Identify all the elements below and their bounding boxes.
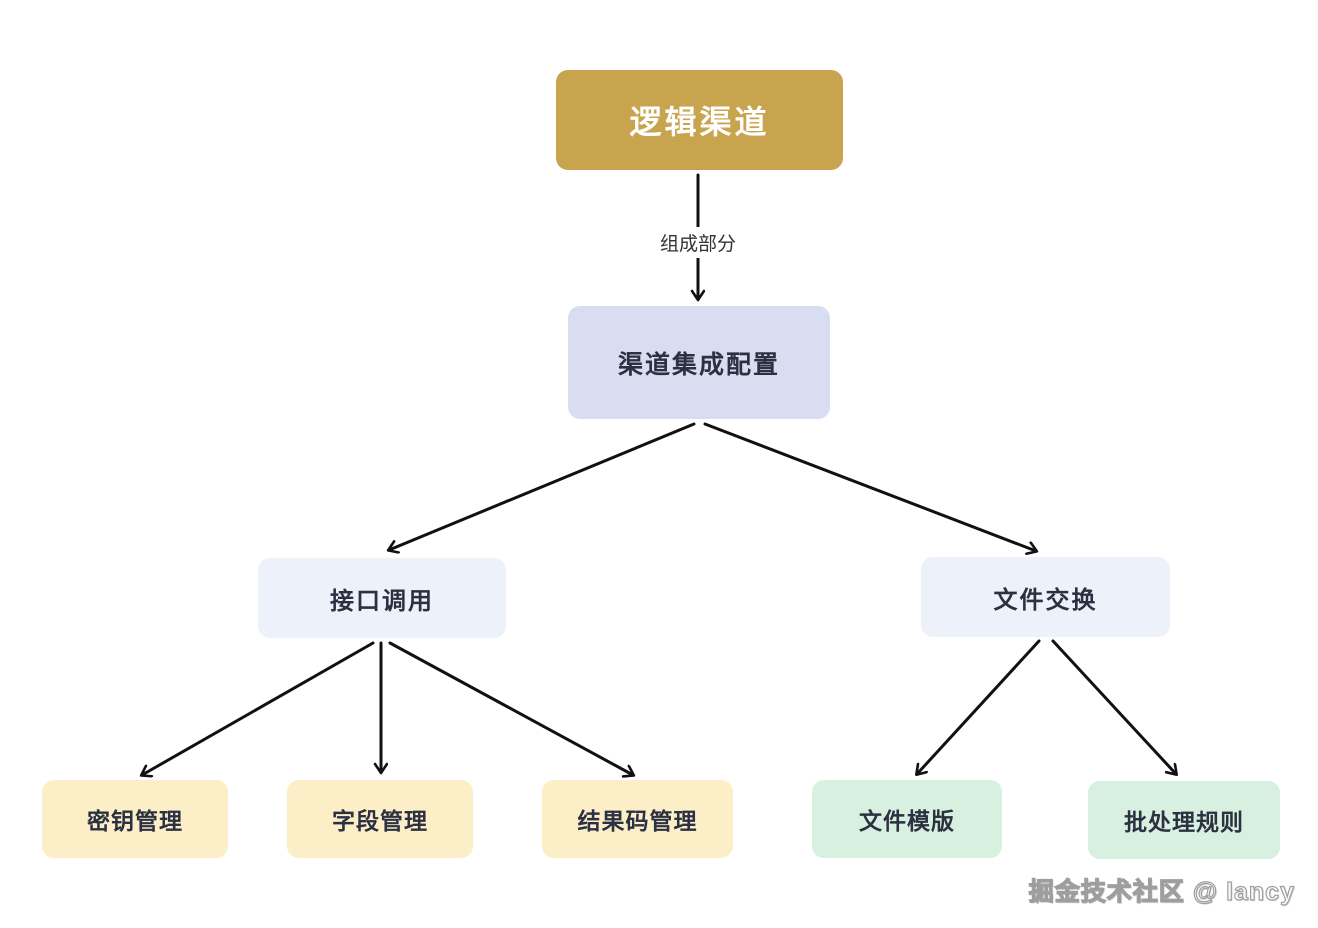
node-logical-channel: 逻辑渠道 <box>556 70 843 170</box>
edge-label-component: 组成部分 <box>653 227 743 258</box>
edge-file-batch <box>1051 639 1176 774</box>
edge-api-result <box>388 641 633 775</box>
node-key-management: 密钥管理 <box>42 780 228 858</box>
node-file-exchange: 文件交换 <box>921 557 1170 637</box>
edge-api-key <box>142 641 375 775</box>
edge-config-api <box>389 422 696 550</box>
watermark-text: 掘金技术社区 @ lancy <box>1028 877 1295 906</box>
edge-file-template <box>917 639 1041 774</box>
node-interface-call: 接口调用 <box>258 558 506 638</box>
node-batch-processing-rules: 批处理规则 <box>1088 781 1280 859</box>
node-field-management: 字段管理 <box>287 780 473 858</box>
node-file-template: 文件模版 <box>812 780 1002 858</box>
node-channel-integration-config: 渠道集成配置 <box>568 306 830 419</box>
edge-config-file <box>703 422 1036 551</box>
node-result-code-management: 结果码管理 <box>542 780 733 858</box>
